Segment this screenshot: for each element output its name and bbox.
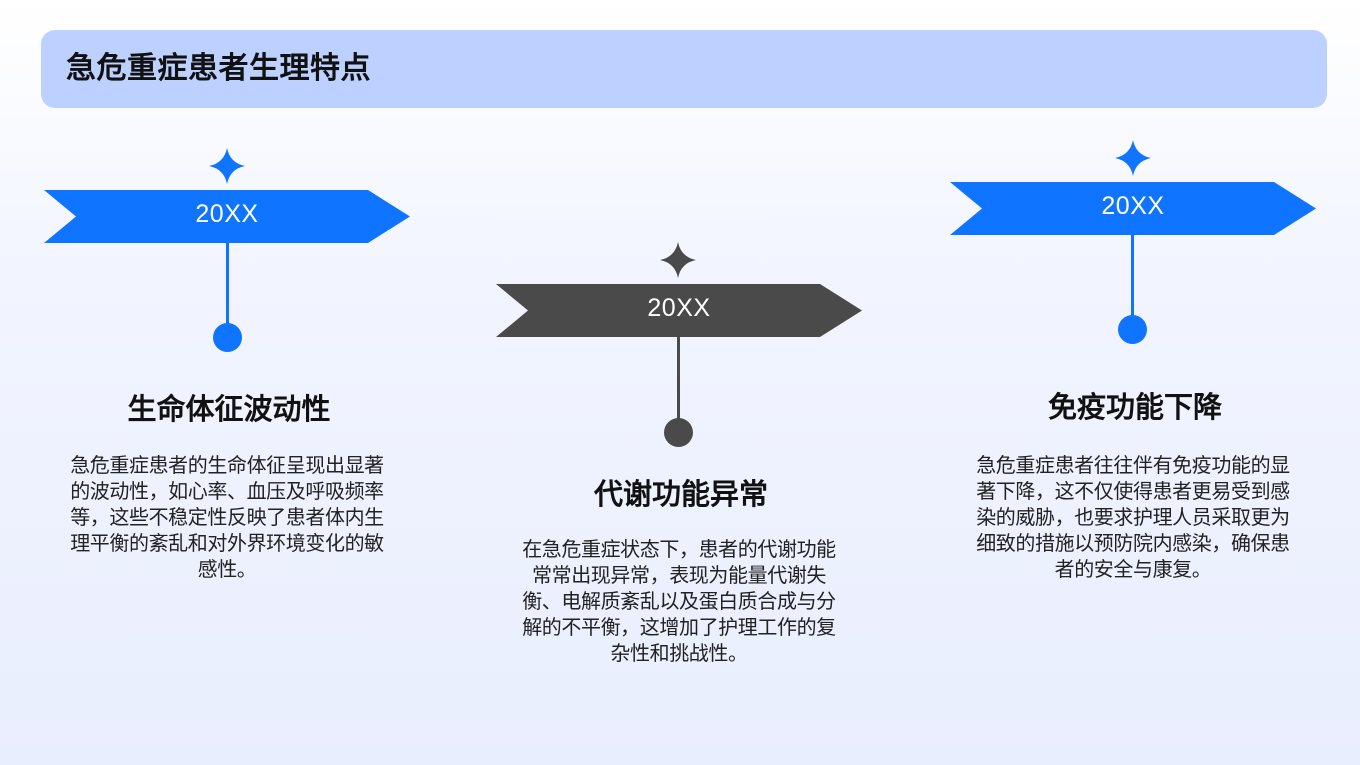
item-heading: 代谢功能异常 <box>593 477 768 511</box>
year-label: 20XX <box>647 294 711 322</box>
year-label: 20XX <box>195 200 259 228</box>
year-banner <box>44 190 410 243</box>
timeline-stem <box>677 337 680 419</box>
item-description: 急危重症患者往往伴有免疫功能的显著下降，这不仅使得患者更易受到感染的威胁，也要求… <box>976 453 1290 581</box>
year-banner <box>496 284 862 337</box>
item-description: 在急危重症状态下，患者的代谢功能常常出现异常，表现为能量代谢失衡、电解质紊乱以及… <box>522 537 836 665</box>
timeline-dot <box>1118 315 1147 344</box>
timeline-dot <box>664 418 693 447</box>
timeline-node-2: 20XX 代谢功能异常 在急危重症状态下，患者的代谢功能常常出现异常，表现为能量… <box>496 0 866 765</box>
timeline-stem <box>226 243 229 325</box>
four-point-star-icon <box>660 242 696 278</box>
timeline-node-1: 20XX 生命体征波动性 急危重症患者的生命体征呈现出显著的波动性，如心率、血压… <box>44 0 414 765</box>
four-point-star-icon <box>209 148 245 184</box>
item-heading: 生命体征波动性 <box>127 392 331 426</box>
timeline-stem <box>1131 235 1134 317</box>
item-heading: 免疫功能下降 <box>1047 390 1222 424</box>
page-title: 急危重症患者生理特点 <box>66 51 371 86</box>
year-label: 20XX <box>1101 192 1165 220</box>
timeline-dot <box>213 323 242 352</box>
year-banner <box>950 182 1316 235</box>
title-bar: 急危重症患者生理特点 <box>41 30 1327 108</box>
item-description: 急危重症患者的生命体征呈现出显著的波动性，如心率、血压及呼吸频率等，这些不稳定性… <box>70 453 384 581</box>
four-point-star-icon <box>1115 140 1151 176</box>
timeline-node-3: 20XX 免疫功能下降 急危重症患者往往伴有免疫功能的显著下降，这不仅使得患者更… <box>950 0 1320 765</box>
